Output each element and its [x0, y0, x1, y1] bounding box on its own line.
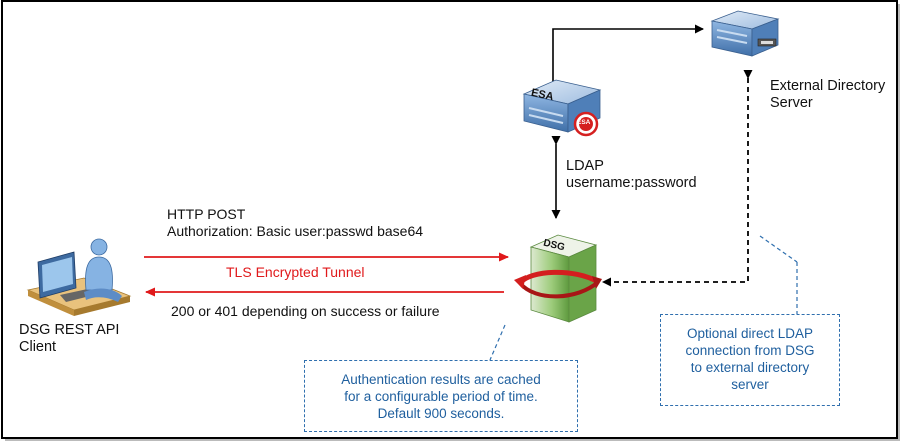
esa-server-icon [522, 79, 602, 137]
cache-callout-line2: for a configurable period of time. [344, 389, 538, 404]
client-label-line2: Client [19, 339, 57, 355]
ldap-label: LDAP username:password [566, 158, 697, 192]
esa-sub-badge: ESA [577, 119, 591, 126]
directory-server-label-line2: Server [770, 95, 813, 111]
dsg-gateway-icon [514, 234, 602, 323]
cache-callout: Authentication results are cached for a … [304, 360, 578, 432]
http-request-label: HTTP POST Authorization: Basic user:pass… [167, 206, 423, 240]
direct-ldap-callout-line2: connection from DSG [685, 343, 815, 358]
cache-callout-pointer [489, 324, 506, 361]
client-label-line1: DSG REST API [19, 322, 120, 338]
tls-tunnel-label: TLS Encrypted Tunnel [226, 264, 365, 280]
http-request-label-line2: Authorization: Basic user:passwd base64 [167, 223, 424, 239]
cache-callout-line3: Default 900 seconds. [377, 406, 505, 421]
ldap-label-line2: username:password [566, 175, 697, 191]
http-response-label: 200 or 401 depending on success or failu… [171, 303, 440, 319]
cache-callout-line1: Authentication results are cached [341, 372, 541, 387]
client-label: DSG REST API Client [19, 322, 119, 356]
direct-ldap-callout-line1: Optional direct LDAP [686, 326, 814, 341]
directory-server-label: External Directory Server [770, 78, 885, 112]
direct-ldap-connector [602, 70, 753, 287]
http-request-label-line1: HTTP POST [167, 206, 246, 222]
direct-ldap-callout-pointer-a [759, 235, 798, 263]
direct-ldap-callout: Optional direct LDAP connection from DSG… [660, 314, 840, 406]
directory-server-icon [710, 10, 780, 57]
esa-directory-connector [548, 24, 704, 92]
client-workstation-icon [26, 238, 132, 316]
direct-ldap-callout-line4: server [731, 377, 769, 392]
directory-server-label-line1: External Directory [770, 78, 886, 94]
direct-ldap-callout-line3: to external directory [690, 360, 810, 375]
ldap-label-line1: LDAP [566, 158, 604, 174]
